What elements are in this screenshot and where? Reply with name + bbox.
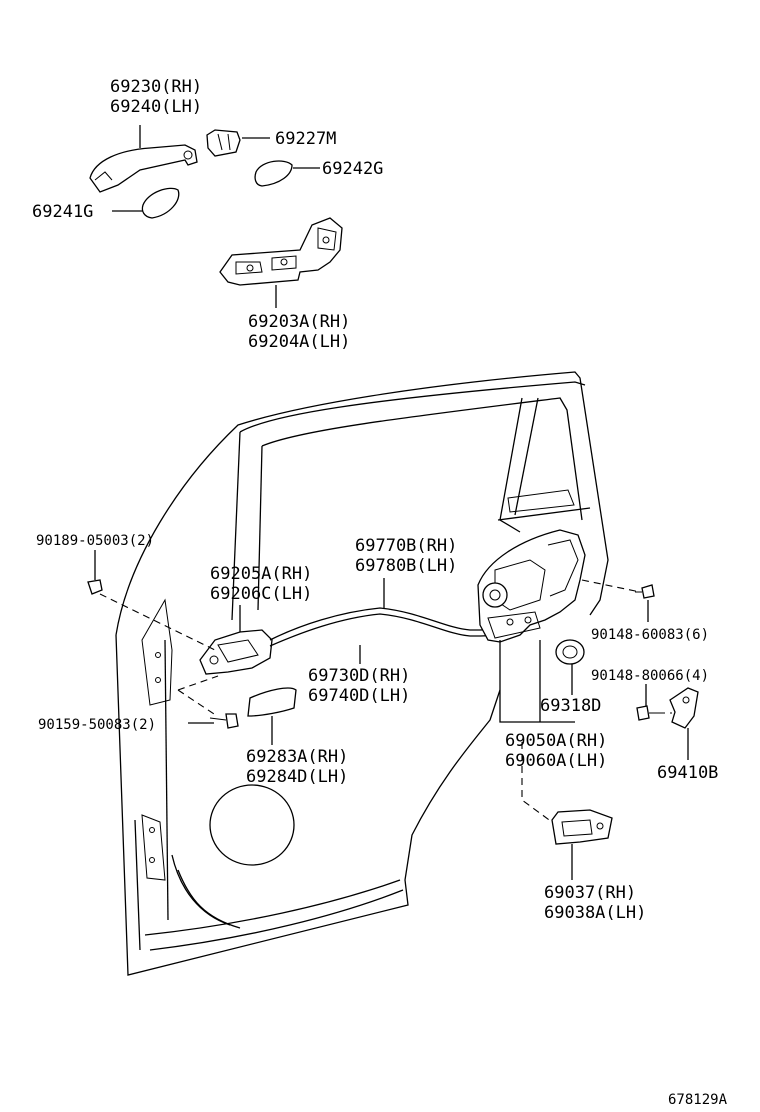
cap-label: 69227M [275, 129, 336, 149]
handle-frame-label-lh: 69204A(LH) [248, 332, 350, 352]
handle-frame-label-rh: 69203A(RH) [248, 312, 350, 332]
lock-screw-upper-label: 90148-60083(6) [591, 627, 709, 643]
handle-pad-part [112, 187, 180, 219]
inside-handle-part [199, 605, 273, 675]
figure-code: 678129A [668, 1092, 728, 1108]
lock-cable-label-rh: 69770B(RH) [355, 536, 457, 556]
striker-label: 69410B [657, 763, 718, 783]
outside-handle-label-rh: 69230(RH) [110, 77, 202, 97]
upper-screw-part [87, 550, 216, 651]
bezel-label-rh: 69283A(RH) [246, 747, 348, 767]
door-lock-label-lh: 69060A(LH) [505, 751, 607, 771]
lower-screw-label: 90159-50083(2) [38, 717, 156, 733]
lock-cover-label-lh: 69038A(LH) [544, 903, 646, 923]
door-lock-label-rh: 69050A(RH) [505, 731, 607, 751]
lock-screw-upper-part [581, 579, 655, 622]
lock-screw-lower-label: 90148-80066(4) [591, 668, 709, 684]
control-cable-label-lh: 69740D(LH) [308, 686, 410, 706]
rear-door-outline [115, 371, 609, 976]
grommet-part [555, 639, 585, 695]
lock-cable-label-lh: 69780B(LH) [355, 556, 457, 576]
lock-screw-lower-part [636, 684, 672, 721]
door-lock-part [477, 529, 586, 723]
bezel-label-lh: 69284D(LH) [246, 767, 348, 787]
pad-label: 69241G [32, 202, 93, 222]
handle-cover-part [254, 160, 320, 187]
grommet-label: 69318D [540, 696, 601, 716]
handle-cap-part [206, 129, 270, 157]
inside-handle-label-rh: 69205A(RH) [210, 564, 312, 584]
lock-cover-part [521, 742, 613, 880]
inside-handle-label-lh: 69206C(LH) [210, 584, 312, 604]
outside-handle-part [89, 125, 198, 193]
handle-frame-part [219, 217, 343, 308]
lock-cover-label-rh: 69037(RH) [544, 883, 636, 903]
cover-label: 69242G [322, 159, 383, 179]
striker-part [669, 687, 699, 760]
control-cable-label-rh: 69730D(RH) [308, 666, 410, 686]
upper-screw-label: 90189-05003(2) [36, 533, 154, 549]
bezel-part [247, 687, 297, 745]
lower-screw-part [177, 675, 239, 729]
outside-handle-label-lh: 69240(LH) [110, 97, 202, 117]
